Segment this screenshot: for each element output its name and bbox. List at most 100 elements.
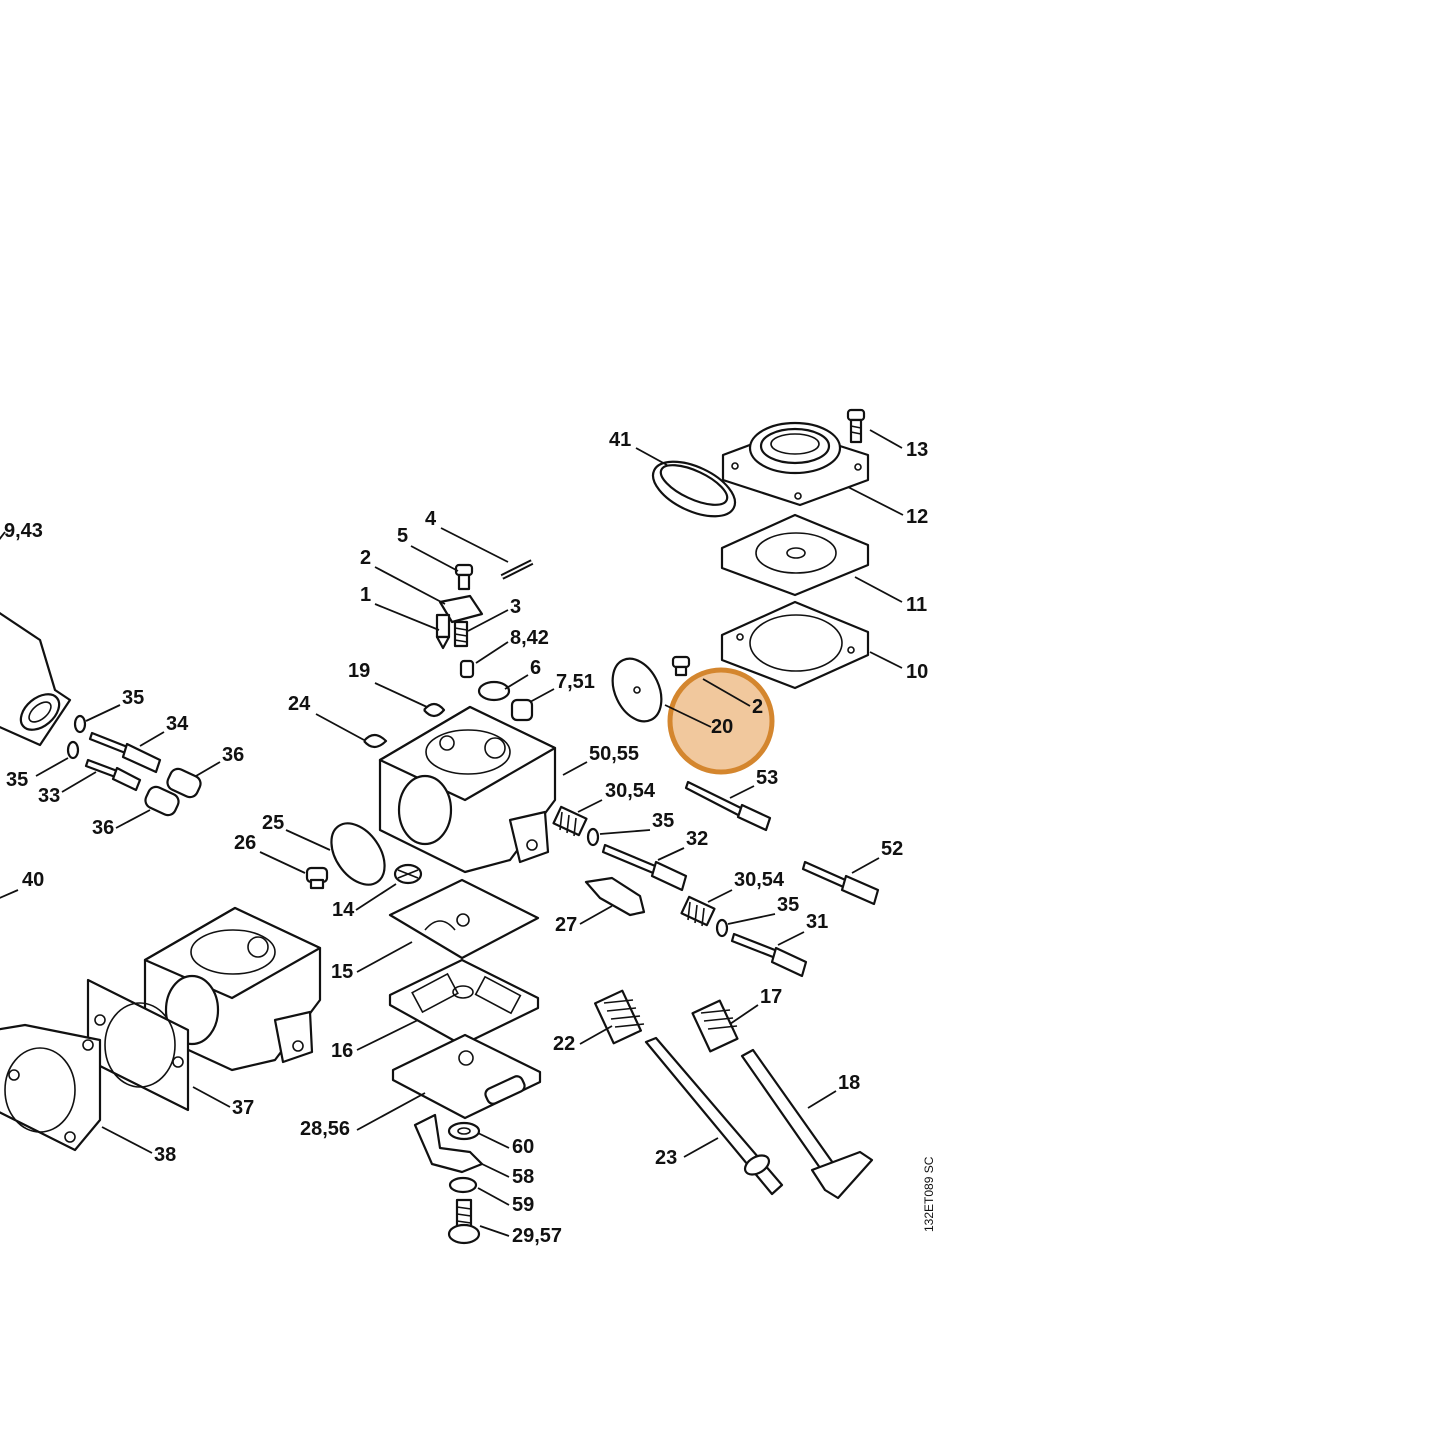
callout-label-l40: 40 [22,869,44,891]
carburetor-body [378,705,557,874]
part-10-gasket [720,600,870,690]
callout-label-l34: 34 [166,713,189,735]
callout-label-l14: 14 [332,899,355,921]
callout-label-l33: 33 [38,785,60,807]
part-3-spring [453,620,469,648]
callout-label-l24: 24 [288,693,311,715]
part-8-42-plug [459,659,475,679]
part-12-pump-cover [721,421,870,507]
part-60-washer [447,1121,481,1141]
callout-label-l943: 9,43 [4,520,43,542]
callout-label-l41: 41 [609,429,631,451]
part-35-ring-c [586,827,600,847]
part-34-needle [88,731,162,774]
callout-label-l59: 59 [512,1194,534,1216]
part-35-ring-b [66,740,80,760]
callout-label-l36a: 36 [222,744,244,766]
part-29-57-screw [447,1198,481,1245]
part-53-needle [684,780,772,832]
part-58-bracket [413,1113,484,1174]
part-7-51-plug [510,698,534,722]
part-52-needle [801,860,880,906]
callout-label-l2b: 2 [752,696,763,718]
callout-label-l27: 27 [555,914,577,936]
part-32-needle [601,843,688,892]
part-left-cutoff-body [0,612,72,747]
callout-label-l32: 32 [686,828,708,850]
callout-label-l19: 19 [348,660,370,682]
callout-label-l60: 60 [512,1136,534,1158]
part-4-pin [500,559,534,580]
part-5-screw [454,563,474,591]
callout-label-l5055: 50,55 [589,743,639,765]
callout-label-l11: 11 [906,594,927,616]
callout-label-l53: 53 [756,767,778,789]
leader-lines [0,429,904,1237]
callout-label-l26: 26 [234,832,256,854]
callout-label-l18: 18 [838,1072,860,1094]
callout-label-l38: 38 [154,1144,176,1166]
part-25-plate [330,822,386,886]
callout-label-l842: 8,42 [510,627,549,649]
part-33-needle [84,758,142,792]
part-24-clip [363,733,388,749]
part-31-needle [730,932,808,978]
callout-label-l3054b: 30,54 [734,869,785,891]
part-38-gasket [0,1023,102,1152]
callout-label-l25: 25 [262,812,284,834]
part-27-needle [584,876,646,917]
callout-label-l15: 15 [331,961,353,983]
part-17-spring [691,999,739,1053]
callout-label-l31: 31 [806,911,828,933]
part-16-plate [388,958,540,1047]
highlighted-callout-label: 20 [711,716,733,738]
part-22-spring [594,989,645,1045]
callout-label-l23: 23 [655,1147,677,1169]
callout-label-l3054a: 30,54 [605,780,656,802]
part-28-56-diaphragm [391,1033,542,1120]
callout-label-l35c: 35 [652,810,674,832]
callout-label-l12: 12 [906,506,928,528]
part-13-screw [846,408,866,444]
part-2-screw-b [671,655,691,677]
callout-label-l36b: 36 [92,817,114,839]
callout-label-l3: 3 [510,596,521,618]
part-35-ring-d [715,918,729,938]
drawing-code: 132ET089 SC [922,1156,936,1232]
part-23-shaft [644,1036,784,1196]
part-14-screen [393,863,423,885]
callout-label-l6: 6 [530,657,541,679]
callout-label-l10: 10 [906,661,928,683]
part-30-54-spring-a [552,805,588,837]
callout-label-l58: 58 [512,1166,534,1188]
callout-label-l5: 5 [397,525,408,547]
callout-label-l13: 13 [906,439,928,461]
callout-label-l2a: 2 [360,547,371,569]
callout-label-l1: 1 [360,584,371,606]
callout-label-l37: 37 [232,1097,254,1119]
part-30-54-spring-b [680,895,716,927]
callout-label-l35d: 35 [777,894,799,916]
part-26-screw [305,866,329,890]
callout-label-l17: 17 [760,986,782,1008]
part-6-cap [477,680,511,702]
part-36-cap-b [144,785,180,817]
callout-label-l52: 52 [881,838,903,860]
part-15-gasket [388,878,540,960]
part-35-ring-a [73,714,87,734]
part-18-shaft [740,1048,874,1200]
part-41-seal [651,460,737,518]
part-19-clip [423,702,446,718]
callout-label-l751: 7,51 [556,671,595,693]
part-20-plate [611,657,663,723]
callout-label-l2856: 28,56 [300,1118,350,1140]
part-36-cap-a [166,767,202,799]
part-59-washer [448,1176,478,1194]
part-11-diaphragm [720,513,870,597]
part-1-needle [435,613,451,650]
highlight-marker [667,667,775,775]
callout-label-l35b: 35 [6,769,28,791]
